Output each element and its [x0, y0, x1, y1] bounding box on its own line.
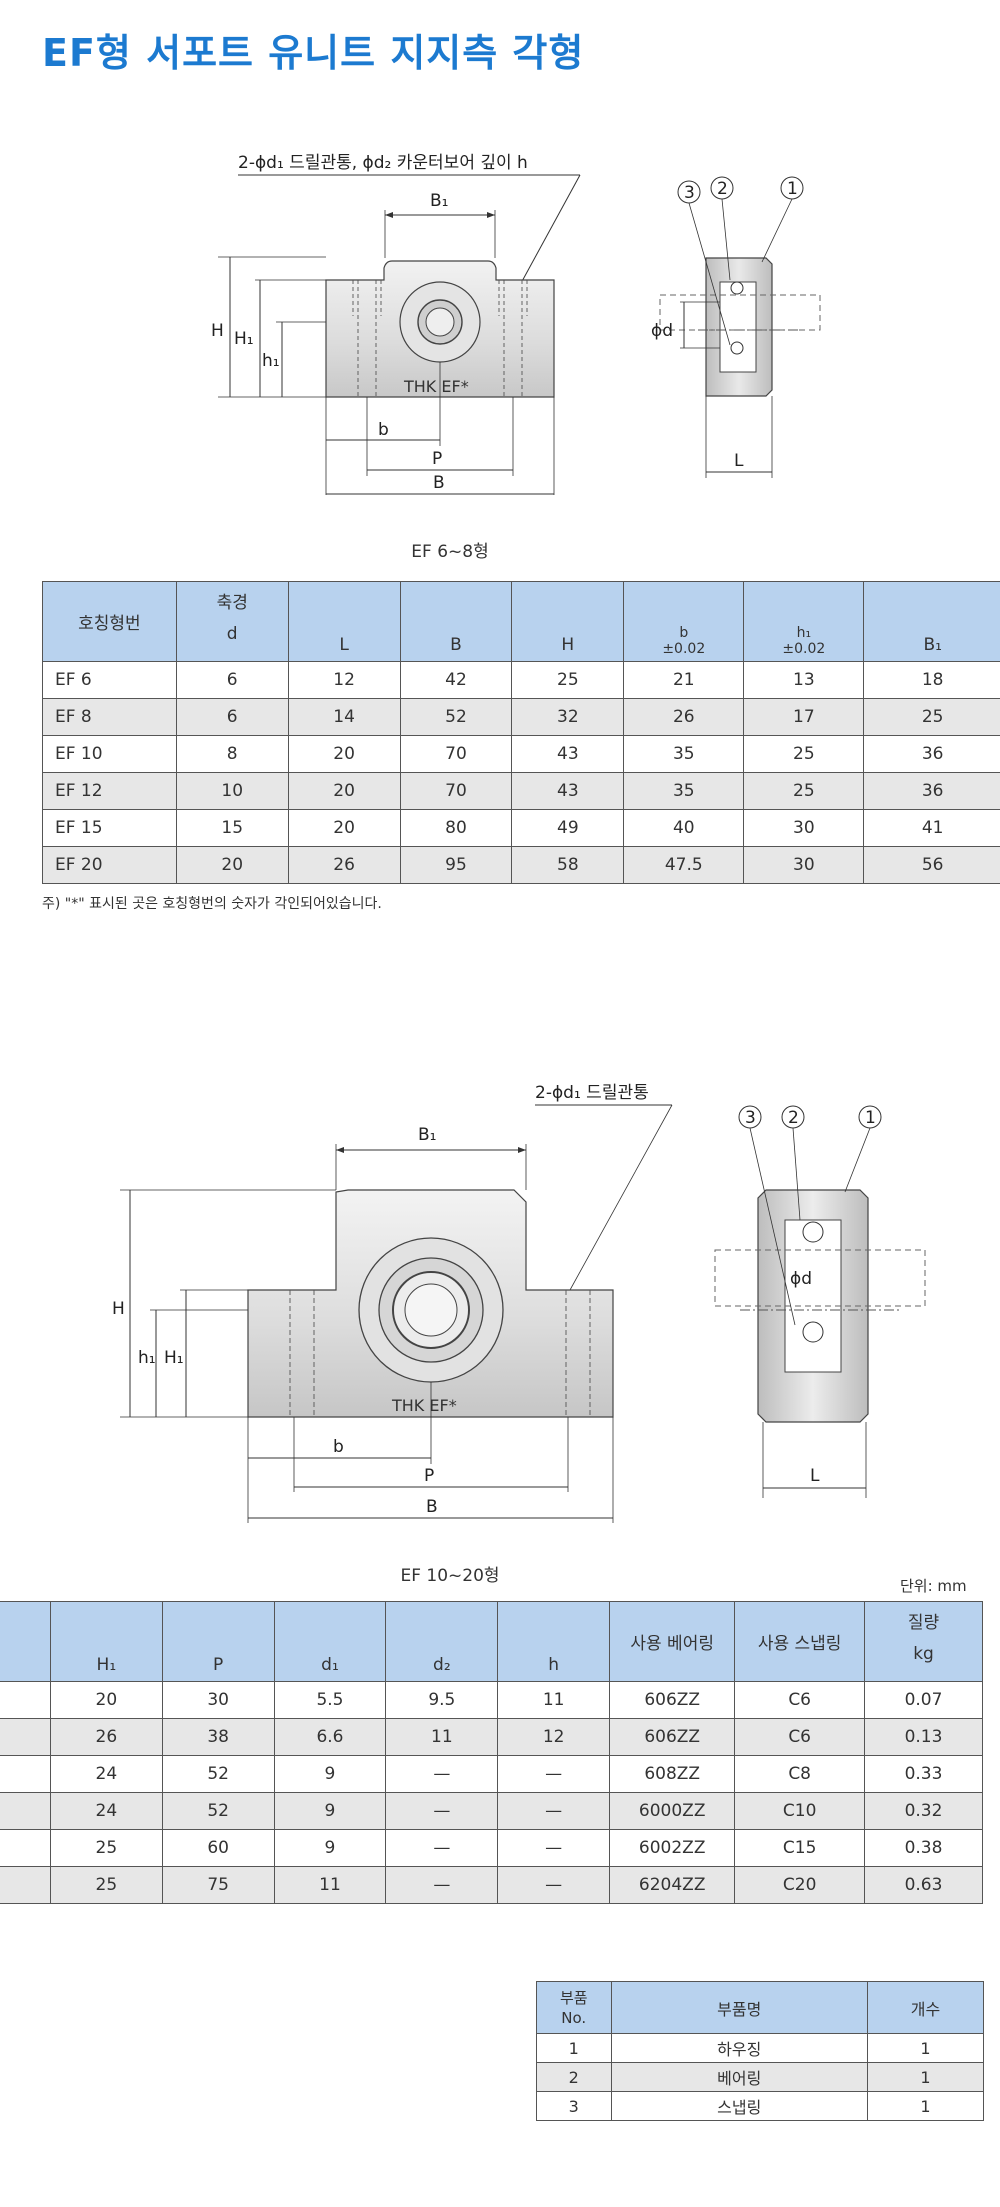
col-snapring: 사용 스냅링: [734, 1601, 866, 1682]
caption-ef10-20: EF 10~20형: [400, 1566, 500, 1586]
dim-H-2: H: [112, 1299, 125, 1319]
page-title: EF형 서포트 유니트 지지측 각형: [42, 31, 585, 75]
table-note: 주) "*" 표시된 곳은 호칭형번의 숫자가 각인되어있습니다.: [42, 896, 382, 912]
dim-B-2: B: [426, 1497, 438, 1517]
marking-text: THK EF*: [403, 377, 469, 396]
unit-label: 단위: mm: [900, 1577, 967, 1595]
dim-H1: H₁: [234, 329, 254, 349]
dim-phid-2: ϕd: [790, 1269, 812, 1289]
col-part-no: 부품 No.: [536, 1981, 612, 2034]
dim-B1-2: B₁: [418, 1125, 436, 1145]
dim-h1-2: h₁: [138, 1348, 156, 1368]
col-B: B: [399, 581, 513, 662]
col-H: H: [511, 581, 625, 662]
dim-H1-2: H₁: [164, 1348, 184, 1368]
dim-phid: ϕd: [651, 321, 673, 341]
col-h1: h₁±0.02: [743, 581, 865, 662]
col-qty: 개수: [867, 1981, 984, 2034]
callout-text: 2-ϕd₁ 드릴관통, ϕd₂ 카운터보어 깊이 h: [238, 153, 528, 173]
balloon-2-2: 2: [788, 1108, 799, 1128]
col-h: h: [497, 1601, 611, 1682]
col-part-name: 부품명: [610, 1981, 869, 2034]
balloon-1: 1: [787, 179, 798, 199]
dim-L: L: [734, 451, 744, 471]
col-H1: H₁: [49, 1601, 163, 1682]
col-shaft: 축경 d: [175, 581, 289, 662]
dim-H: H: [211, 321, 224, 341]
col-P: P: [161, 1601, 275, 1682]
col-bearing: 사용 베어링: [609, 1601, 736, 1682]
drawing-ef6-8: 2-ϕd₁ 드릴관통, ϕd₂ 카운터보어 깊이 h B₁ THK EF* H …: [211, 153, 821, 495]
dim-h1: h₁: [262, 351, 280, 371]
marking-text-2: THK EF*: [391, 1396, 457, 1415]
col-b: b±0.02: [623, 581, 745, 662]
col-mass: 질량 kg: [864, 1601, 983, 1682]
dim-B1: B₁: [430, 191, 448, 211]
balloon-1-2: 1: [865, 1108, 876, 1128]
callout-text-2: 2-ϕd₁ 드릴관통: [535, 1083, 649, 1103]
col-d1: d₁: [273, 1601, 387, 1682]
balloon-2: 2: [717, 179, 728, 199]
dim-L-2: L: [810, 1466, 820, 1486]
balloon-3-2: 3: [745, 1108, 756, 1128]
col-model: 호칭형번: [42, 581, 177, 662]
dim-b-2: b: [333, 1437, 344, 1457]
dim-P-2: P: [424, 1466, 434, 1486]
balloon-3: 3: [684, 183, 695, 203]
drawing-ef10-20: 2-ϕd₁ 드릴관통 B₁ THK EF* H h₁ H₁ b P B ϕd L: [112, 1083, 926, 1523]
dim-b: b: [378, 420, 389, 440]
caption-ef6-8: EF 6~8형: [411, 542, 489, 562]
dim-B: B: [433, 473, 445, 493]
dim-P: P: [432, 449, 442, 469]
col-L: L: [287, 581, 401, 662]
col-d2: d₂: [385, 1601, 499, 1682]
col-B1: B₁: [863, 581, 1000, 662]
